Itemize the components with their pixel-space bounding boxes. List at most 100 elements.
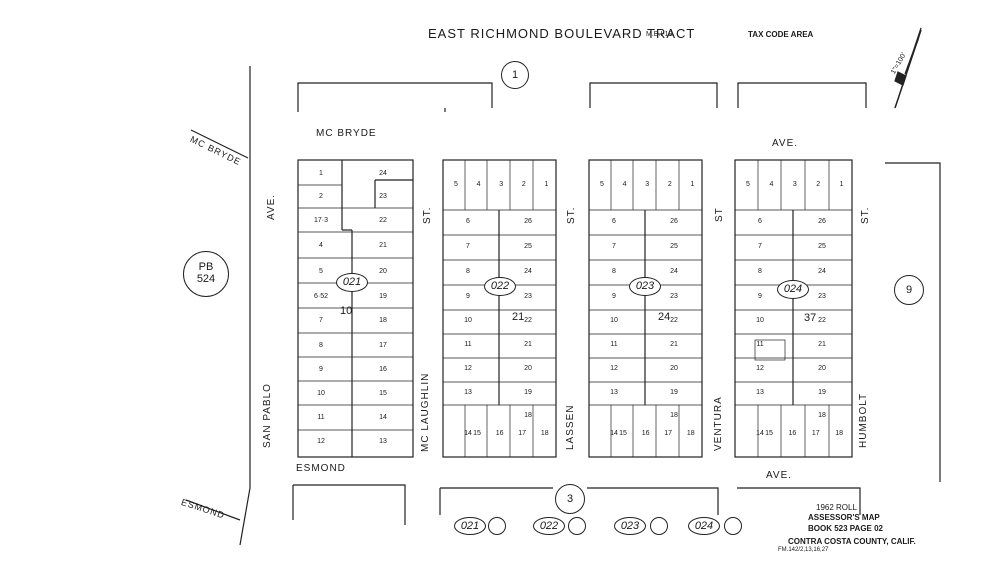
lot-024-bottom: 18 [835,430,844,437]
lot-024-left: 7 [758,243,762,250]
lot-021-right: 18 [379,317,387,324]
footer-book-page: BOOK 523 PAGE 02 [808,524,883,533]
lot-022-left: 8 [466,268,470,275]
legend-oval-021: 021 [454,517,486,535]
map-title: EAST RICHMOND BOULEVARD TRACT [428,26,696,41]
lot-024-bottom: 15 [765,430,773,437]
legend-oval-022: 022 [533,517,565,535]
lot-024-right: 22 [818,317,826,324]
lot-024-top: 4 [769,181,774,188]
lot-024-left: 10 [756,317,764,324]
page-ref-pb: PB 524 [183,251,229,297]
legend-oval-023: 023 [614,517,646,535]
lot-021-right: 15 [379,390,387,397]
street-mc-bryde: MC BRYDE [316,128,377,139]
lot-022-left: 9 [466,293,470,300]
lot-023-top: 4 [622,181,627,188]
lot-022-bottom: 17 [518,430,527,437]
lot-024-left: 11 [756,341,764,348]
lot-021-left: 2 [319,193,323,200]
lot-021-right: 24 [379,170,387,177]
lot-021-right: 16 [379,366,387,373]
lot-024-right: 20 [818,365,826,372]
lot-024-right: 25 [818,243,826,250]
lot-022-bottom: 15 [473,430,481,437]
street-ventura-st: ST [714,207,725,222]
lot-022-right: 26 [524,218,532,225]
lot-022-left: 14 [464,430,472,437]
lot-021-left: 12 [317,438,325,445]
lot-022-right: 25 [524,243,532,250]
lot-023-bottom: 15 [619,430,627,437]
street-ave-left: AVE. [266,193,277,220]
pb-label: PB [198,261,214,273]
lot-024-right: 24 [818,268,826,275]
lot-024-bottom: 17 [811,430,820,437]
lot-023-bottom: 17 [664,430,673,437]
lot-021-left: 17·3 [314,217,329,224]
footer-roll: 1962 ROLL [816,503,857,512]
block-022-extra: 21 [512,311,525,323]
lot-023-right: 19 [670,389,678,396]
lot-024-top: 1 [839,181,844,188]
lot-021-left: 10 [317,390,325,397]
lot-024-top: 3 [792,181,797,188]
block-oval-023: 023 [629,277,661,296]
street-mc-laughlin: MC LAUGHLIN [420,372,431,452]
lot-022-right: 22 [524,317,532,324]
legend-circle-021 [488,517,506,535]
lot-022-left: 11 [464,341,472,348]
lot-024-left: 9 [758,293,762,300]
lot-023-left: 11 [610,341,618,348]
lot-023-top: 5 [600,181,604,188]
lot-023-right: 23 [670,293,678,300]
lot-023-left: 10 [610,317,618,324]
lot-022-bottom: 16 [495,430,504,437]
lot-023-bottom: 16 [641,430,650,437]
lot-021-right: 13 [379,438,387,445]
lot-021-right: 22 [379,217,387,224]
lot-024-top: 2 [816,181,821,188]
street-lassen: LASSEN [565,404,576,450]
lot-021-right: 20 [379,268,387,275]
lot-024-left: 13 [756,389,764,396]
lot-022-left: 10 [464,317,472,324]
lot-021-left: 6·52 [314,293,329,300]
lot-021-right: 21 [379,242,387,249]
lot-024-left: 6 [758,218,762,225]
lot-022-top: 2 [521,181,526,188]
lot-021-left: 4 [319,242,323,249]
footer-map-title: ASSESSOR'S MAP [808,513,880,522]
lot-023-left: 9 [612,293,616,300]
lot-022-left: 7 [466,243,470,250]
lot-021-left: 5 [319,268,323,275]
lot-022-bottom: 18 [540,430,549,437]
block-021-extra: 10 [340,305,353,317]
lot-024-right: 26 [818,218,826,225]
block-023-extra: 24 [658,311,671,323]
lot-022-left: 13 [464,389,472,396]
lot-023-right: 21 [670,341,678,348]
lot-021-left: 11 [317,414,325,421]
lot-022-right: 24 [524,268,532,275]
lot-023-right: 26 [670,218,678,225]
street-ventura: VENTURA [713,396,724,451]
lot-022-left: 12 [464,365,472,372]
lot-023-top: 1 [690,181,695,188]
lot-023-left: 13 [610,389,618,396]
lot-022-top: 5 [454,181,458,188]
lot-021-right: 19 [379,293,387,300]
lot-023-right: 24 [670,268,678,275]
lot-022-right: 18 [524,412,532,419]
street-esmond: ESMOND [296,463,346,474]
lot-024-bottom: 16 [788,430,797,437]
pb-number: 524 [196,273,216,285]
street-ave-bottom: AVE. [766,470,793,481]
street-ave-top-right: AVE. [772,138,799,149]
lot-023-right: 25 [670,243,678,250]
legend-oval-024: 024 [688,517,720,535]
lot-022-top: 1 [544,181,549,188]
lot-023-left: 12 [610,365,618,372]
footer-county: CONTRA COSTA COUNTY, CALIF. [788,537,916,546]
lot-023-left: 8 [612,268,616,275]
